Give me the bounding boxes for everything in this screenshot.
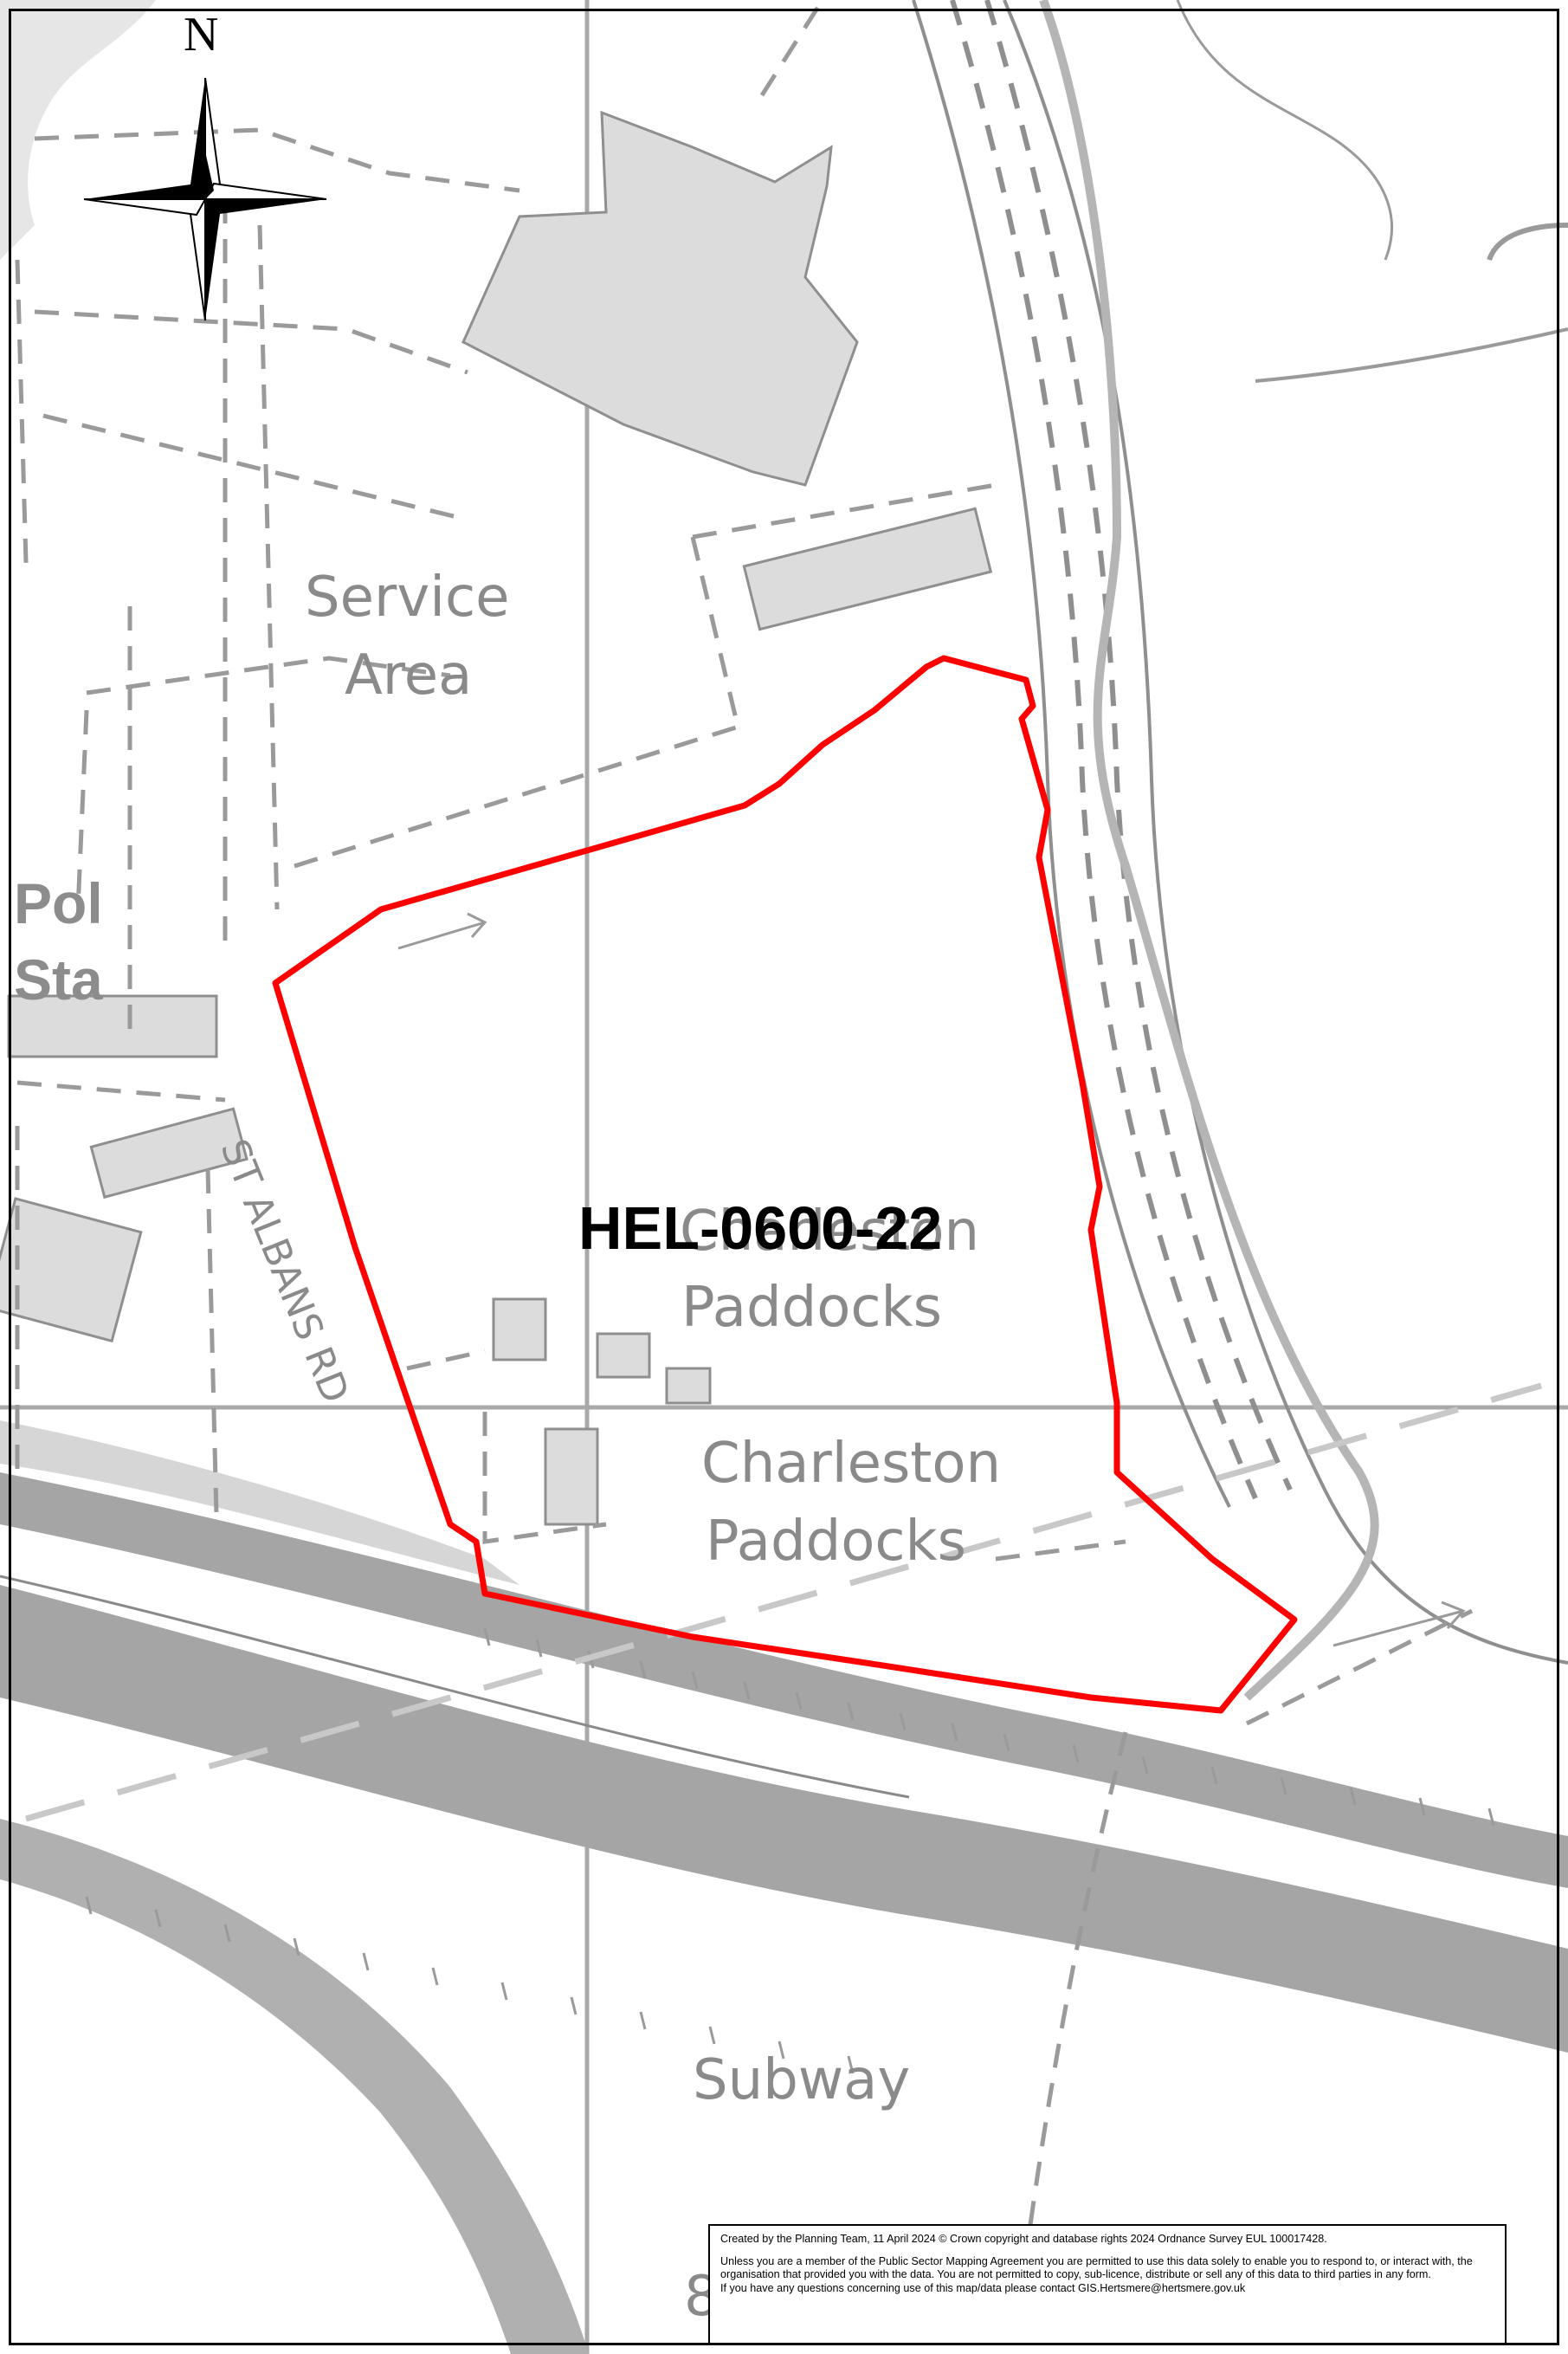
grey-area-top-left — [0, 0, 156, 260]
road-right-outer — [1003, 0, 1568, 1665]
flow-arrow — [397, 912, 487, 950]
paddock-shed-4 — [665, 1367, 712, 1405]
north-arrow — [83, 77, 327, 321]
police-building-2 — [0, 1197, 143, 1343]
north-arrow-e — [205, 199, 326, 215]
label-paddocks-lower-1: Charleston — [701, 1432, 1002, 1496]
track-right — [1255, 327, 1568, 383]
north-letter: N — [184, 8, 219, 61]
label-service: Service — [305, 566, 510, 630]
road-right-dash-2 — [984, 0, 1293, 1491]
paddock-shed-2 — [544, 1427, 599, 1526]
site-reference-label: HEL-0600-22 — [578, 1194, 943, 1262]
dashed-tracks — [15, 0, 1474, 2354]
label-paddocks-upper-2: Paddocks — [681, 1276, 942, 1340]
site-boundary — [272, 655, 1298, 1714]
motorway-lower — [0, 1585, 1568, 2053]
motorway-upper — [0, 1472, 1568, 1888]
north-arrow-w — [84, 184, 205, 199]
copyright-box: Created by the Planning Team, 11 April 2… — [708, 2224, 1507, 2345]
north-arrow-n — [190, 78, 205, 199]
building-long — [742, 507, 993, 631]
label-subway: Subway — [693, 2048, 911, 2112]
road-right-inner — [912, 0, 1231, 1508]
slip-road — [0, 1819, 589, 2354]
motorway-edge — [0, 1575, 910, 1799]
label-area: Area — [345, 643, 473, 708]
stream — [1039, 0, 1379, 1701]
paddock-shed-1 — [492, 1297, 547, 1361]
label-sta: Sta — [14, 947, 103, 1012]
label-paddocks-lower-2: Paddocks — [706, 1510, 966, 1574]
north-arrow-s — [205, 199, 221, 320]
credit-line-1: Created by the Planning Team, 11 April 2… — [720, 2233, 1327, 2245]
service-area-building — [461, 110, 859, 487]
road-right-dash-1 — [950, 0, 1258, 1500]
verge — [0, 1420, 519, 1585]
paddock-shed-3 — [596, 1332, 651, 1379]
label-pol: Pol — [14, 871, 103, 935]
buildings — [0, 110, 993, 1526]
boundary-faint — [25, 1382, 1542, 1822]
embankment-ticks — [85, 1627, 1495, 2074]
track-right-2 — [1487, 223, 1568, 262]
label-paddocks-upper-1: Charleston — [680, 1200, 980, 1264]
police-building — [89, 1107, 248, 1200]
flow-arrow-2 — [1332, 1601, 1466, 1647]
track-top — [1176, 0, 1393, 261]
strip-building — [7, 994, 218, 1058]
credit-line-2: Unless you are a member of the Public Se… — [720, 2254, 1473, 2281]
credit-line-3: If you have any questions concerning use… — [720, 2281, 1246, 2294]
